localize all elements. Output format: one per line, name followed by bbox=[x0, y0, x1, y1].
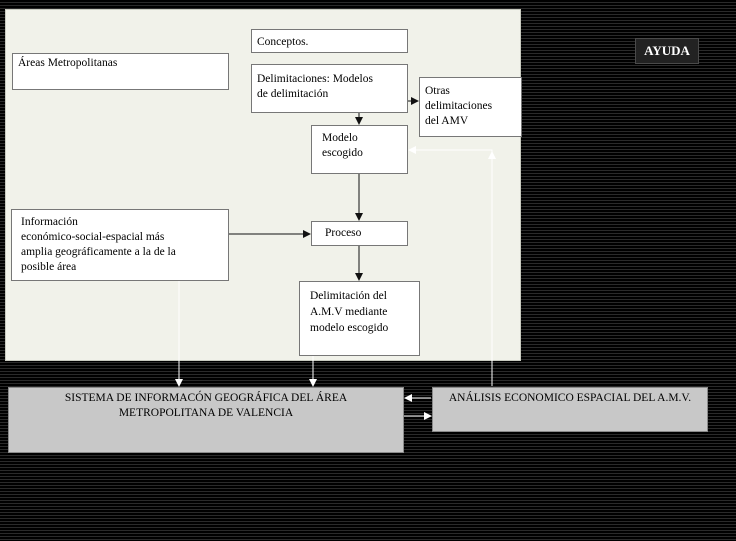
proceso-label: Proceso bbox=[325, 227, 362, 239]
analisis-economico-box[interactable]: ANÁLISIS ECONOMICO ESPACIAL DEL A.M.V. bbox=[432, 387, 708, 432]
otras-delimitaciones-label: Otras delimitaciones del AMV bbox=[425, 85, 493, 127]
modelo-escogido-label: Modelo escogido bbox=[322, 132, 363, 159]
analisis-economico-label: ANÁLISIS ECONOMICO ESPACIAL DEL A.M.V. bbox=[448, 392, 692, 404]
proceso-box[interactable]: Proceso bbox=[311, 221, 408, 246]
sig-valencia-box[interactable]: SISTEMA DE INFORMACÓN GEOGRÁFICA DEL ÁRE… bbox=[8, 387, 404, 453]
ayuda-button[interactable]: AYUDA bbox=[635, 38, 699, 64]
delimitaciones-box[interactable]: Delimitaciones: Modelos de delimitación bbox=[251, 64, 408, 113]
areas-metropolitanas-label: Áreas Metropolitanas bbox=[18, 57, 118, 69]
modelo-escogido-box[interactable]: Modelo escogido bbox=[311, 125, 408, 174]
delimitaciones-label: Delimitaciones: Modelos de delimitación bbox=[257, 73, 373, 100]
informacion-label: Información económico-social-espacial má… bbox=[21, 216, 176, 273]
conceptos-label: Conceptos. bbox=[257, 36, 309, 48]
otras-delimitaciones-box[interactable]: Otras delimitaciones del AMV bbox=[419, 77, 522, 137]
arrow-analisis-to-modelo bbox=[408, 146, 493, 386]
informacion-box[interactable]: Información económico-social-espacial má… bbox=[11, 209, 229, 281]
areas-metropolitanas-box[interactable]: Áreas Metropolitanas bbox=[12, 53, 229, 90]
sig-valencia-label: SISTEMA DE INFORMACÓN GEOGRÁFICA DEL ÁRE… bbox=[64, 392, 348, 419]
delimitacion-amv-label: Delimitación del A.M.V mediante modelo e… bbox=[310, 290, 389, 334]
conceptos-box[interactable]: Conceptos. bbox=[251, 29, 408, 53]
delimitacion-amv-box[interactable]: Delimitación del A.M.V mediante modelo e… bbox=[299, 281, 420, 356]
